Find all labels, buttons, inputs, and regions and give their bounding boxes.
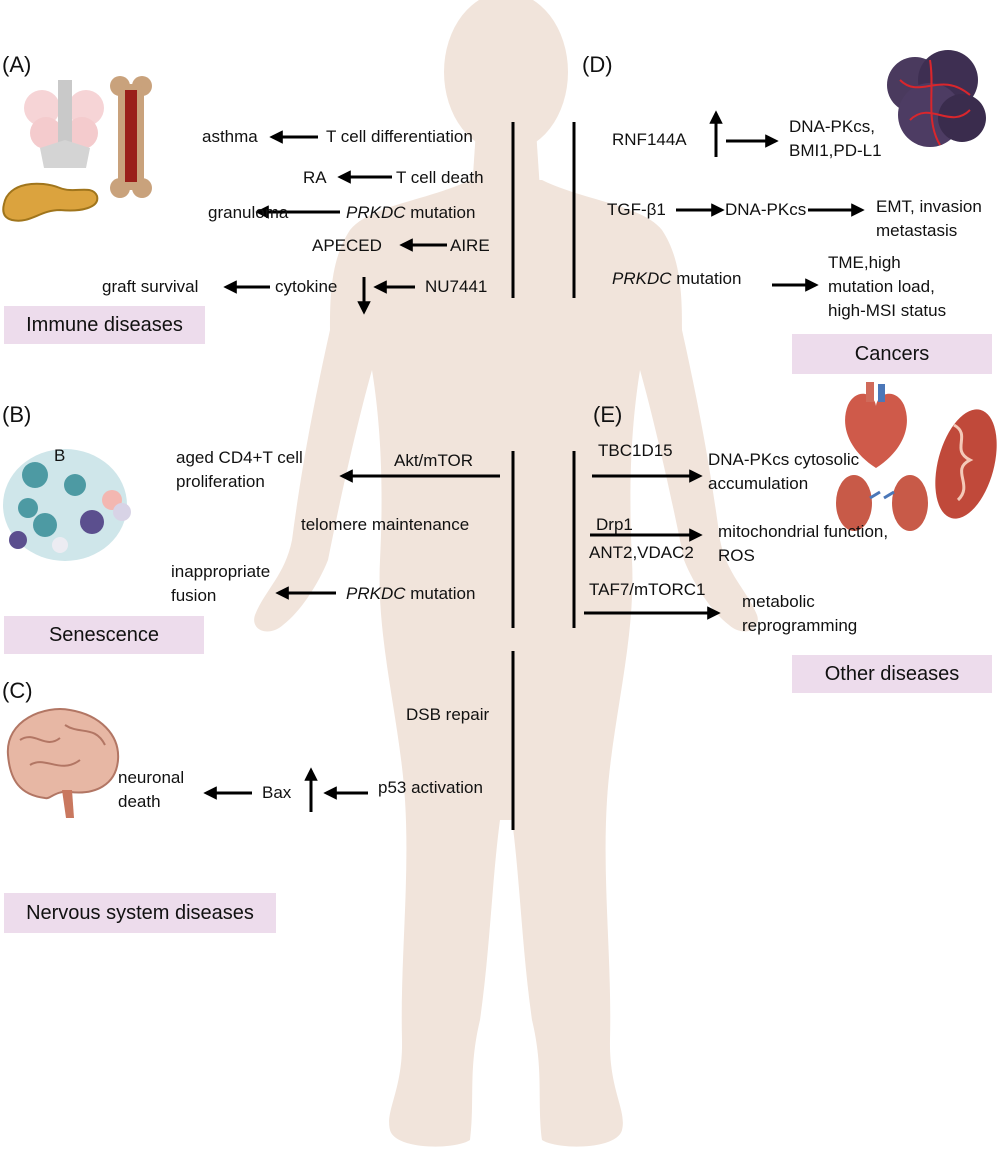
prkdc-mutation-d-label: PRKDC mutation xyxy=(612,269,742,288)
arrows xyxy=(203,110,865,812)
neuronal-death-line2: death xyxy=(118,792,161,811)
graft-survival-label: graft survival xyxy=(102,277,199,296)
dnapkcs-bmi1-line2: BMI1,PD-L1 xyxy=(789,141,882,160)
dnapkcs-label: DNA-PKcs xyxy=(725,200,807,219)
dnapkcs-cytosolic-line1: DNA-PKcs cytosolic xyxy=(708,450,860,469)
cell-label: B xyxy=(54,446,66,465)
ant2-vdac2-label: ANT2,VDAC2 xyxy=(589,543,694,562)
t-cell-death-label: T cell death xyxy=(396,168,484,187)
panel-label-c: (C) xyxy=(2,678,33,703)
nu7441-label: NU7441 xyxy=(425,277,488,296)
aire-label: AIRE xyxy=(450,236,490,255)
prkdc-mutation-b-label: PRKDC mutation xyxy=(346,584,476,603)
inappropriate-fusion-line2: fusion xyxy=(171,586,217,605)
mitochondria-illustration xyxy=(935,409,997,519)
emt-invasion-line1: EMT, invasion xyxy=(876,197,982,216)
cytokine-label: cytokine xyxy=(275,277,338,296)
dnapkcs-bmi1-line1: DNA-PKcs, xyxy=(789,117,875,136)
mitochondrial-function-line2: ROS xyxy=(718,546,755,565)
immune-diseases-box: Immune diseases xyxy=(4,306,205,344)
t-cell-differentiation-label: T cell differentiation xyxy=(326,127,473,146)
dnapkcs-cytosolic-line2: accumulation xyxy=(708,474,809,493)
dsb-repair-label: DSB repair xyxy=(406,705,490,724)
senescence-box: Senescence xyxy=(4,616,204,654)
inappropriate-fusion-line1: inappropriate xyxy=(171,562,271,581)
thymus-trachea-illustration xyxy=(24,80,104,168)
panel-label-e: (E) xyxy=(593,402,623,427)
bax-label: Bax xyxy=(262,783,292,802)
panel-label-b: (B) xyxy=(2,402,32,427)
vertical-bars xyxy=(511,122,576,830)
cancers-box: Cancers xyxy=(792,334,992,374)
nervous-diseases-box: Nervous system diseases xyxy=(4,893,276,933)
tgf-beta1-label: TGF-β1 xyxy=(607,200,666,219)
tme-line1: TME,high xyxy=(828,253,901,272)
tme-line3: high-MSI status xyxy=(828,301,947,320)
senescent-cells-illustration xyxy=(3,449,131,561)
tumor-illustration xyxy=(887,50,986,147)
rnf144a-label: RNF144A xyxy=(612,130,687,149)
aged-cd4-label-line2: proliferation xyxy=(176,472,265,491)
akt-mtor-label: Akt/mTOR xyxy=(394,451,474,470)
tbc1d15-label: TBC1D15 xyxy=(598,441,673,460)
neuronal-death-line1: neuronal xyxy=(118,768,185,787)
emt-invasion-line2: metastasis xyxy=(876,221,958,240)
drp1-label: Drp1 xyxy=(596,515,633,534)
asthma-label: asthma xyxy=(202,127,258,146)
human-silhouette xyxy=(254,0,758,1147)
kidney-illustration xyxy=(836,475,928,531)
tme-line2: mutation load, xyxy=(828,277,935,296)
panel-label-d: (D) xyxy=(582,52,613,77)
prkdc-mutation-a-label: PRKDC mutation xyxy=(346,203,476,222)
bone-illustration xyxy=(110,76,152,198)
pancreas-illustration xyxy=(2,182,99,222)
ra-label: RA xyxy=(303,168,327,187)
p53-activation-label: p53 activation xyxy=(378,778,483,797)
aged-cd4-label-line1: aged CD4+T cell xyxy=(176,448,303,467)
other-diseases-box: Other diseases xyxy=(792,655,992,693)
metabolic-reprogramming-line2: reprogramming xyxy=(742,616,858,635)
panel-label-a: (A) xyxy=(2,52,32,77)
mitochondrial-function-line1: mitochondrial function, xyxy=(718,522,889,541)
telomere-label: telomere maintenance xyxy=(301,515,470,534)
brain-illustration xyxy=(6,708,120,818)
heart-illustration xyxy=(845,382,907,468)
granuloma-label: granuloma xyxy=(208,203,289,222)
apeced-label: APECED xyxy=(312,236,382,255)
taf7-mtorc1-label: TAF7/mTORC1 xyxy=(589,580,706,599)
metabolic-reprogramming-line1: metabolic xyxy=(742,592,815,611)
